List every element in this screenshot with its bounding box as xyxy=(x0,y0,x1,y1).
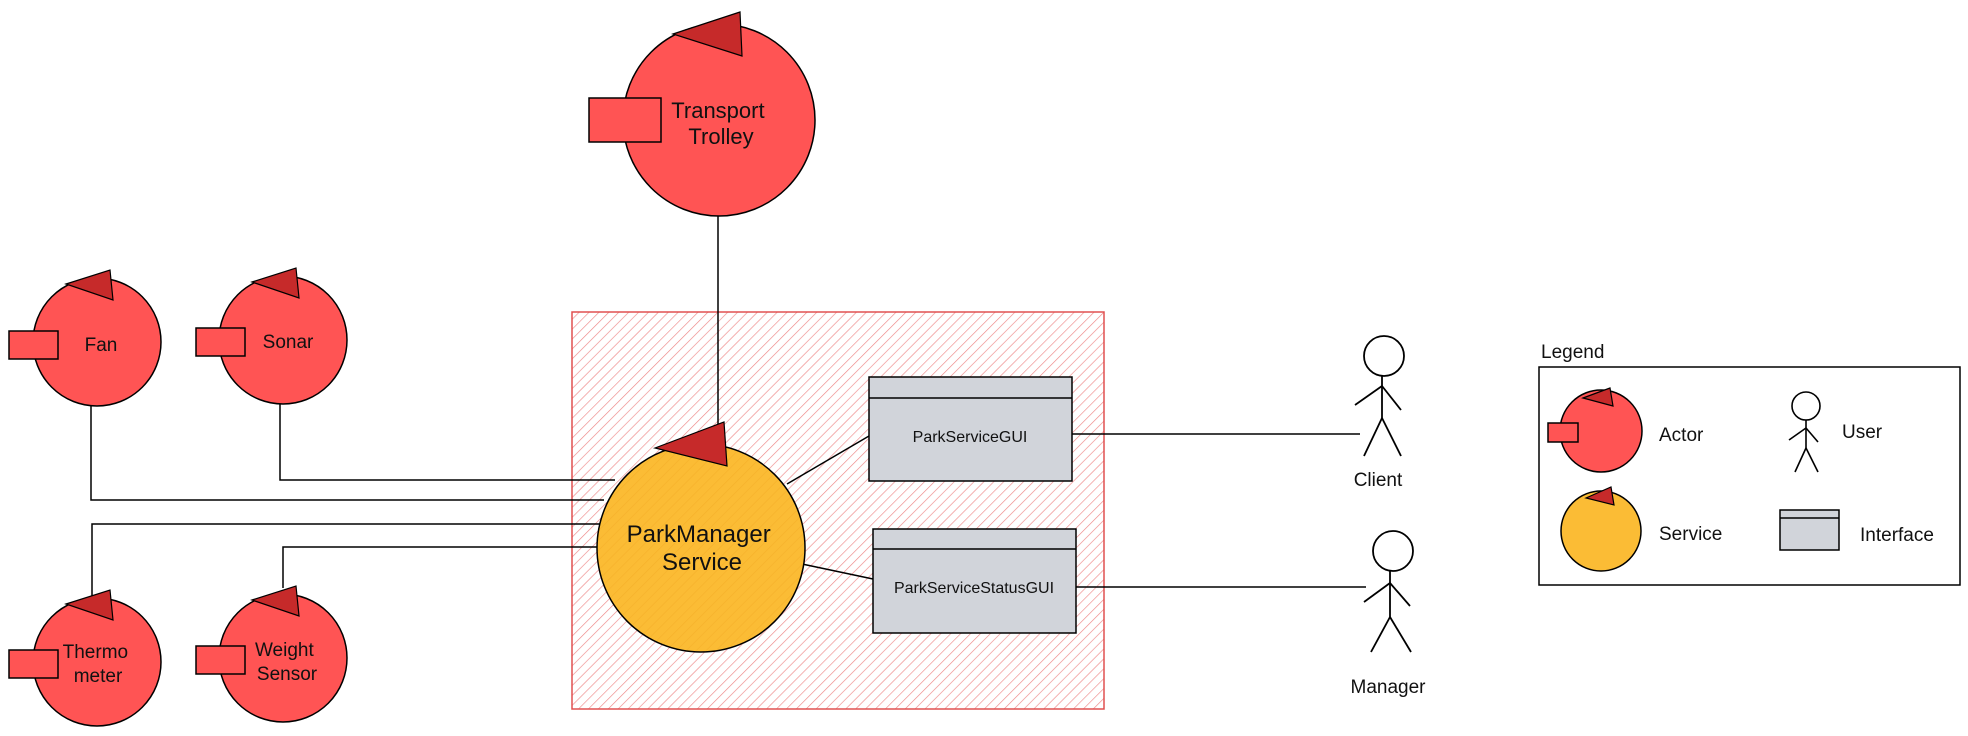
legend-actor-item: Actor xyxy=(1547,387,1704,473)
port-icon xyxy=(195,327,246,357)
actor-weight-sensor: Weight Sensor xyxy=(195,585,348,723)
legend-user-item: User xyxy=(1788,391,1883,473)
svg-text:Transport Trolley: Transport Trolley xyxy=(671,98,770,149)
svg-text:Thermo meter: Thermo meter xyxy=(63,642,134,687)
flag-icon xyxy=(64,269,114,301)
svg-text:Fan: Fan xyxy=(85,335,118,356)
svg-text:Weight Sensor: Weight Sensor xyxy=(255,640,319,685)
actor-label-line1: Weight xyxy=(255,640,315,661)
port-icon xyxy=(588,97,662,143)
actor-label-line1: Thermo xyxy=(63,642,128,663)
user-client: Client xyxy=(1354,335,1405,491)
connector-sonar-service xyxy=(279,404,615,481)
flag-icon xyxy=(1584,486,1615,506)
connector-fan-service xyxy=(90,406,604,501)
actor-fan: Fan xyxy=(8,269,162,407)
actor-label-line2: Trolley xyxy=(688,124,753,149)
flag-icon xyxy=(64,589,114,621)
stick-figure-icon xyxy=(1372,530,1414,572)
legend-actor-label: Actor xyxy=(1659,425,1704,446)
interface-label: ParkServiceStatusGUI xyxy=(894,580,1054,597)
port-icon xyxy=(8,649,59,679)
service-label-line2: Service xyxy=(662,549,742,576)
legend-title: Legend xyxy=(1541,342,1604,363)
flag-icon xyxy=(671,11,743,57)
port-icon xyxy=(8,330,59,360)
actor-transport-trolley: Transport Trolley xyxy=(588,11,816,217)
stick-figure-icon xyxy=(1791,391,1821,421)
flag-icon xyxy=(250,267,300,299)
service-label-line1: ParkManager xyxy=(627,521,771,548)
flag-icon xyxy=(652,421,728,467)
connector-weight-sensor-service xyxy=(282,546,601,588)
connector-service-statusgui xyxy=(801,563,874,580)
connector-service-gui xyxy=(786,435,870,485)
legend-service-item: Service xyxy=(1560,486,1722,572)
port-icon xyxy=(195,645,246,675)
legend-service-label: Service xyxy=(1659,524,1722,545)
svg-text:Sonar: Sonar xyxy=(263,332,314,353)
user-label: Client xyxy=(1354,470,1403,491)
flag-icon xyxy=(250,585,300,617)
service-parkmanager: ParkManager Service xyxy=(596,421,806,653)
actor-label-line1: Transport xyxy=(671,98,764,123)
legend: Legend Actor User Service Interface xyxy=(1538,342,1961,586)
svg-text:ParkManager Service: ParkManager Service xyxy=(627,521,778,576)
stick-figure-icon xyxy=(1363,335,1405,377)
legend-interface-label: Interface xyxy=(1860,525,1934,546)
actor-label-line1: Sonar xyxy=(263,332,314,353)
actor-label-line2: Sensor xyxy=(257,664,318,685)
user-label: Manager xyxy=(1351,677,1427,698)
actor-thermometer: Thermo meter xyxy=(8,589,162,727)
user-manager: Manager xyxy=(1351,530,1427,698)
actor-label-line2: meter xyxy=(74,666,123,687)
actor-sonar: Sonar xyxy=(195,267,348,405)
interface-label: ParkServiceGUI xyxy=(913,429,1028,446)
port-icon xyxy=(1547,422,1579,443)
legend-interface-item: Interface xyxy=(1779,509,1934,551)
interface-park-service-status-gui: ParkServiceStatusGUI xyxy=(872,528,1077,634)
connector-thermometer-service xyxy=(91,523,601,600)
legend-user-label: User xyxy=(1842,422,1883,443)
flag-icon xyxy=(1581,387,1614,407)
interface-park-service-gui: ParkServiceGUI xyxy=(868,376,1073,482)
connections xyxy=(90,216,1366,600)
actor-label-line1: Fan xyxy=(85,335,118,356)
